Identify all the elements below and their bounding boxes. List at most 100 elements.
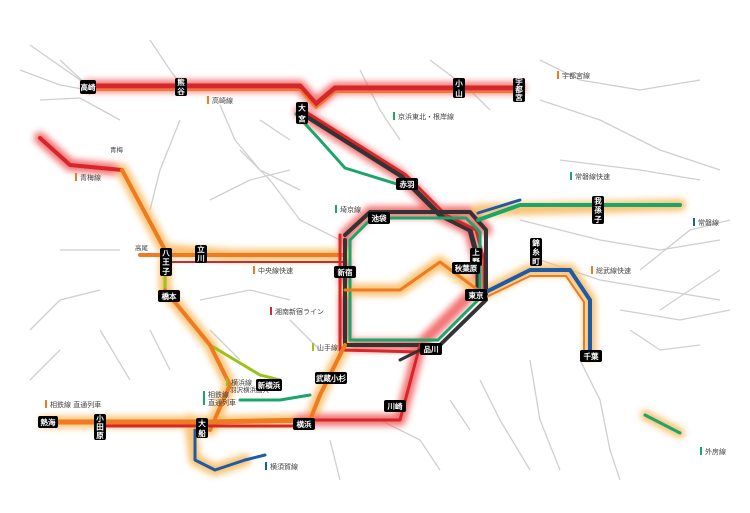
station-badge: [592, 196, 604, 224]
chuo-rapid-west: [120, 168, 167, 252]
station-label-char: 都: [514, 84, 523, 94]
station-label: 秋葉原: [454, 263, 478, 273]
station-label-char: 錦: [531, 237, 540, 247]
minor-label-hazawa: 羽沢横浜国大: [230, 385, 270, 394]
station-label-char: 我: [594, 195, 602, 205]
station-tokyo: 東京: [465, 289, 487, 301]
station-label-char: 原: [96, 431, 104, 440]
station-akabane: 赤羽: [396, 178, 418, 190]
minor-label-ome: 青梅: [110, 145, 124, 154]
background-network: [19, 39, 731, 481]
label-saikyo-line: 埼京線: [340, 205, 361, 214]
station-ueno: 上野: [470, 247, 482, 266]
station-ofuna: 大船: [196, 418, 208, 438]
station-label: 川崎: [387, 401, 403, 411]
station-label-char: 上: [472, 247, 480, 257]
sobu-rapid: [478, 268, 592, 357]
label-yamanote: 山手線: [317, 343, 338, 352]
station-label: 品川: [424, 345, 439, 354]
station-label-char: 大: [198, 418, 206, 428]
station-takasaki: 高崎: [80, 80, 96, 94]
station-shinagawa: 品川: [420, 343, 442, 355]
station-kumagaya: 熊谷: [175, 77, 187, 96]
label-sotetsu-direct: 直通列車: [208, 398, 236, 407]
station-badge: [293, 418, 315, 430]
station-label-char: 八: [161, 248, 170, 257]
station-badge: [368, 212, 390, 224]
label-yokosuka-line: 横須賀線: [270, 462, 298, 471]
label-yokohama-line: 横浜線: [231, 378, 252, 387]
label-shonan-shinjuku: 湘南新宿ライン: [275, 307, 324, 316]
station-akihabara: 秋葉原: [452, 262, 480, 274]
sotobo-line: [643, 413, 682, 435]
label-ome-line: 青梅線: [80, 173, 101, 182]
station-label-char: 糸: [532, 247, 540, 257]
label-utsunomiya-line: 宇都宮線: [562, 71, 590, 80]
station-label: 熱海: [41, 417, 56, 427]
station-badge: [196, 418, 208, 438]
station-badge: [334, 266, 356, 278]
station-yokohama: 横浜: [293, 418, 315, 430]
station-badge: [160, 248, 172, 276]
station-kashiwa: 我孫子: [592, 195, 604, 224]
station-utsunomiya: 宇都宮: [513, 76, 525, 102]
station-label: 池袋: [372, 213, 387, 223]
station-badge: [396, 178, 418, 190]
station-ikebukuro: 池袋: [368, 212, 390, 224]
station-label-char: 小: [455, 78, 463, 88]
station-badge: [465, 289, 487, 301]
station-badge: [315, 372, 347, 384]
station-label-char: 川: [196, 254, 205, 263]
minor-stations: 青梅 羽沢横浜国大 高尾: [110, 145, 270, 394]
line-legends: 高崎線 宇都宮線 京浜東北・根岸線 青梅線 常磐線快速 埼京線 常磐線 中央線快…: [45, 71, 726, 471]
station-badge: [452, 262, 480, 274]
station-musashikosugi: 武蔵小杉: [315, 372, 347, 384]
station-label-char: 山: [455, 88, 463, 98]
ome-line: [38, 136, 124, 172]
label-joban-line: 常磐線: [698, 218, 719, 227]
joban-line: [476, 203, 682, 222]
label-sobu-rapid: 総武線快速: [596, 266, 631, 275]
station-shinyokohama: 新横浜: [256, 379, 282, 391]
station-oyama: 小山: [453, 78, 465, 98]
station-label: 高崎: [81, 82, 96, 92]
station-label-char: 王: [162, 258, 170, 267]
station-kinshicho: 錦糸町: [530, 237, 542, 266]
keihin-tohoku: [294, 112, 402, 187]
station-badge: [38, 416, 58, 428]
tokaido-line: [42, 417, 313, 425]
station-label-char: 船: [198, 428, 206, 438]
label-sotetsu-line: 相鉄線: [208, 390, 229, 399]
station-badge: [530, 238, 542, 266]
yokosuka-line: [193, 428, 267, 472]
station-label-char: 宮: [298, 114, 306, 124]
station-label-char: 子: [594, 215, 602, 224]
station-shinjuku: 新宿: [334, 266, 356, 278]
station-label-char: 町: [532, 257, 540, 266]
station-badge: [513, 78, 525, 102]
station-label-char: 大: [298, 103, 306, 113]
station-label-char: 孫: [594, 205, 602, 215]
station-label-char: 小: [96, 413, 104, 423]
station-label: 新宿: [338, 267, 353, 277]
station-odawara: 小田原: [94, 413, 106, 440]
station-label-char: 田: [96, 422, 104, 431]
station-hashimoto: 橋本: [158, 290, 180, 302]
station-kawasaki: 川崎: [384, 400, 406, 412]
station-label: 千葉: [584, 351, 599, 361]
station-badge: [296, 102, 308, 124]
station-hachioji: 八王子: [160, 248, 172, 276]
station-badge: [195, 245, 207, 263]
station-badge: [80, 80, 96, 94]
label-chuo-rapid: 中央線快速: [258, 266, 293, 275]
station-badge: [384, 400, 406, 412]
takasaki-utsunomiya-line: [85, 83, 523, 107]
line-glows: [34, 80, 686, 476]
station-badge: [420, 343, 442, 355]
label-tokaido-line: 相鉄線 直通列車: [50, 400, 101, 409]
station-label: 東京: [469, 290, 484, 300]
minor-label-takao: 高尾: [135, 243, 149, 252]
label-keihin-tohoku: 京浜東北・根岸線: [398, 112, 454, 121]
station-label: 橋本: [162, 291, 177, 301]
